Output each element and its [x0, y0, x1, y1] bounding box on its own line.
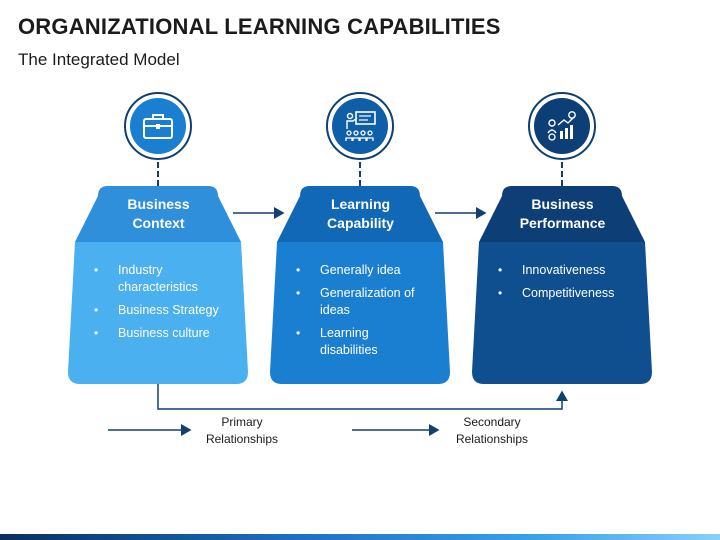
stage-2-card-head: [277, 186, 443, 242]
stage-3-bullet-list: Innovativeness Competitiveness: [498, 262, 643, 308]
stage-2-icon-circle: [326, 92, 394, 160]
page-title: ORGANIZATIONAL LEARNING CAPABILITIES: [18, 14, 501, 39]
stage-2-dashed-connector: [359, 162, 361, 186]
stage-1-icon-circle: [124, 92, 192, 160]
stage-3-icon-circle: [528, 92, 596, 160]
list-item: Business Strategy: [94, 302, 239, 319]
stage-1-dashed-connector: [157, 162, 159, 186]
stage-1-card-head: [75, 186, 241, 242]
list-item: Business culture: [94, 325, 239, 342]
briefcase-icon: [143, 114, 173, 139]
performance-chart-icon: [547, 111, 576, 141]
list-item: Industry characteristics: [94, 262, 218, 296]
page-subtitle: The Integrated Model: [18, 50, 180, 69]
stage-1-card: Business Context Industry characteristic…: [68, 186, 249, 384]
stage-3-card: Business Performance Innovativeness Comp…: [472, 186, 653, 384]
stage-1-icon-fill: [130, 98, 186, 154]
stage-3-card-head: [479, 186, 645, 242]
stage-3-icon-fill: [534, 98, 590, 154]
list-item: Competitiveness: [498, 285, 643, 302]
list-item: Generalization of ideas: [296, 285, 430, 319]
stage-2-bullet-list: Generally idea Generalization of ideas L…: [296, 262, 441, 365]
presentation-icon: [345, 111, 376, 141]
stage-1-bullet-list: Industry characteristics Business Strate…: [94, 262, 239, 348]
stage-3-card-title: Business Performance: [519, 196, 606, 231]
secondary-relationship-path: [157, 384, 568, 410]
list-item: Generally idea: [296, 262, 441, 279]
bottom-accent-bar: [0, 534, 720, 540]
stage-2-card-title: Learning Capability: [327, 196, 394, 231]
stage-2-card: Learning Capability Generally idea Gener…: [270, 186, 451, 384]
stage-1-card-title: Business Context: [127, 196, 190, 231]
list-item: Learning disabilities: [296, 325, 400, 359]
legend-primary-label: Primary Relationships: [205, 415, 279, 446]
legend-secondary-label: Secondary Relationships: [455, 415, 529, 446]
stage-3-dashed-connector: [561, 162, 563, 186]
stage-2-icon-fill: [332, 98, 388, 154]
list-item: Innovativeness: [498, 262, 643, 279]
